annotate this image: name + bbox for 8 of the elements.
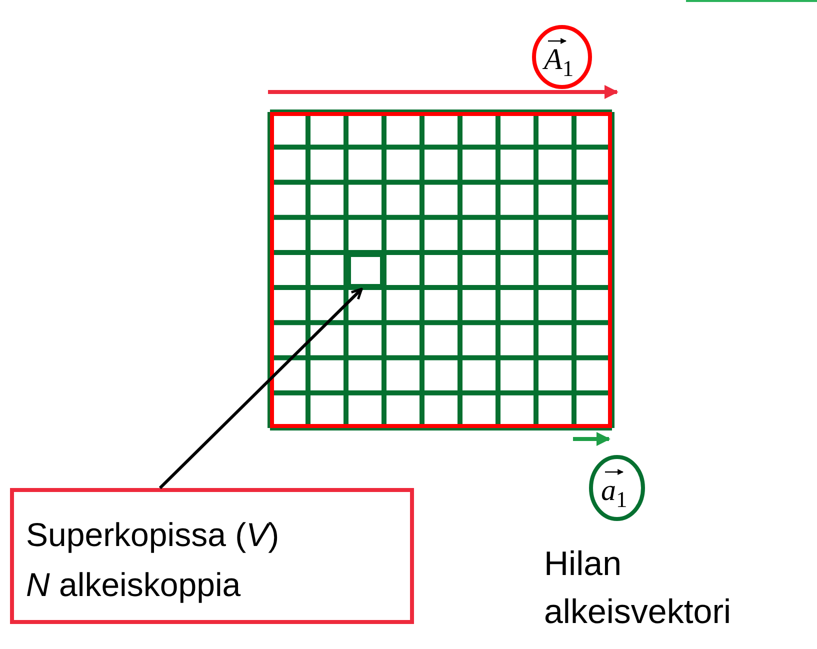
- box-text: Superkopissa (V) N alkeiskoppia: [26, 515, 280, 605]
- text-box: [10, 488, 414, 624]
- vector-symbol: A$_{1}$: [544, 45, 574, 83]
- caption-text: Hilan alkeisvektori: [544, 544, 732, 633]
- vector-symbol: a$_{1}$: [601, 476, 628, 514]
- leader-arrow: [158, 288, 363, 490]
- vector-symbol-ellipse: [589, 455, 645, 521]
- vector-symbol-ellipse: [532, 25, 592, 89]
